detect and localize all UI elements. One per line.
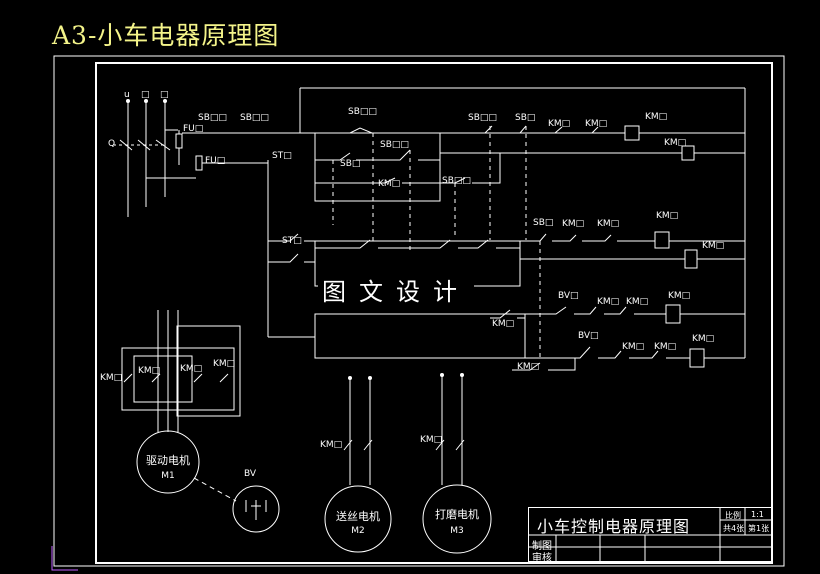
label-sb-d: SB□□ [468,113,497,123]
label-fu2: FU□ [205,156,225,166]
label-km-r1coil2: KM□ [664,138,686,148]
label-sb-g: SB□ [340,159,360,169]
label-sb-i: SB□□ [442,176,471,186]
title-block-scale-label: 比例 [725,511,741,520]
motor-m3 [422,484,492,554]
watermark-text: 图文设计 [318,272,474,307]
motor-m1-name: 驱动电机 [146,453,190,467]
label-km-r2a: KM□ [562,219,584,229]
motor-m3-name: 打磨电机 [435,507,479,521]
label-km-r4a: KM□ [622,342,644,352]
label-km-m1a: KM□ [100,373,122,383]
label-km-r1coil: KM□ [645,112,667,122]
label-km-m1d: KM□ [213,359,235,369]
label-bv2: BV□ [578,331,599,341]
label-terminal-2: □ [141,90,150,100]
label-km-r1b: KM□ [585,119,607,129]
label-st2: ST□ [282,236,302,246]
outer-frame [53,55,785,567]
label-km-r1a: KM□ [548,119,570,129]
label-km-m1b: KM□ [138,366,160,376]
label-km-r4coil: KM□ [692,334,714,344]
label-sb-a: SB□□ [198,113,227,123]
label-terminal-3: □ [160,90,169,100]
label-sb-f: SB□□ [380,140,409,150]
label-km-r2coil: KM□ [656,211,678,221]
motor-m1-id: M1 [161,471,175,481]
label-st1: ST□ [272,151,292,161]
label-sb-b: SB□□ [240,113,269,123]
label-km-r3a: KM□ [597,297,619,307]
motor-m2-id: M2 [351,526,365,536]
title-block-sheets: 共4张 [723,524,745,533]
label-km-r2coil2: KM□ [702,241,724,251]
title-block-sheet-no: 第1张 [748,524,770,533]
motor-m1 [136,430,200,494]
motor-m3-id: M3 [450,526,464,536]
inner-frame [95,62,773,564]
label-km-r2b: KM□ [597,219,619,229]
motor-m2-name: 送丝电机 [336,509,380,523]
label-km-r3coil: KM□ [668,291,690,301]
title-block-check: 审核 [532,553,552,564]
label-sb-c: SB□□ [348,107,377,117]
label-sb-e: SB□ [515,113,535,123]
title-block: 小车控制电器原理图 制图 审核 比例 1:1 共4张 第1张 [528,507,773,564]
label-q: Q [108,139,115,149]
label-km-mid: KM□ [378,179,400,189]
title-block-title: 小车控制电器原理图 [537,517,691,536]
label-km-r4side: KM□ [517,362,539,372]
title-block-scale-value: 1:1 [751,510,764,519]
bv-device [232,485,280,533]
motor-m2 [324,485,392,553]
label-km-r3side: KM□ [492,319,514,329]
label-km-m2: KM□ [320,440,342,450]
label-km-m3: KM□ [420,435,442,445]
label-km-m1c: KM□ [180,364,202,374]
label-u: u [124,90,130,100]
label-bv-device: BV [244,469,257,479]
title-block-draw: 制图 [532,541,552,552]
label-km-r4b: KM□ [654,342,676,352]
label-km-r3b: KM□ [626,297,648,307]
label-bv1: BV□ [558,291,579,301]
label-sb-j: SB□ [533,218,553,228]
drawing-title: A3-小车电器原理图 [52,21,280,50]
label-fu1: FU□ [183,124,203,134]
